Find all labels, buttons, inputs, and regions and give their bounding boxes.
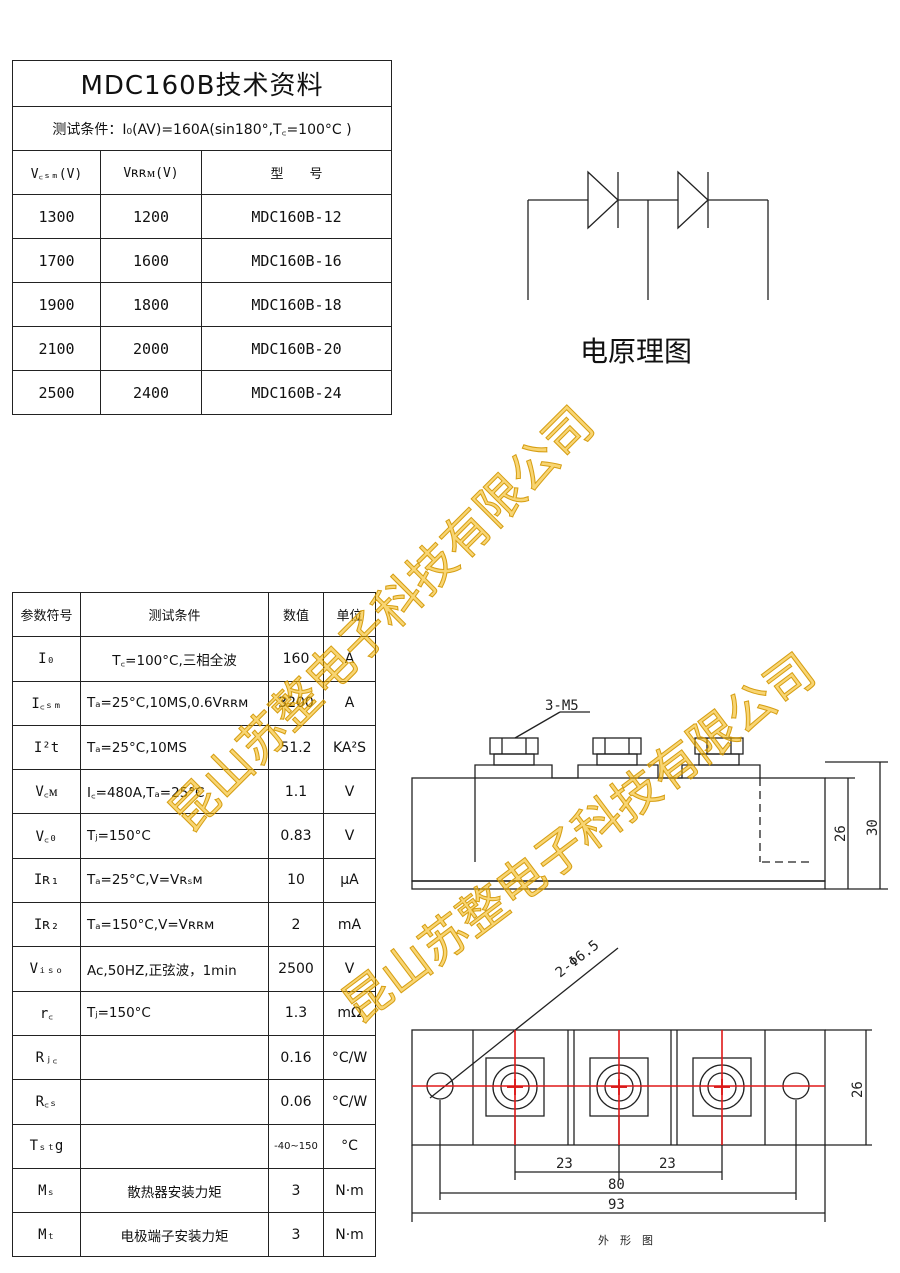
value-cell: 51.2 (268, 724, 324, 771)
span-full-label: 93 (608, 1197, 625, 1213)
symbol-cell: I꜀ₛₘ (12, 680, 81, 726)
unit-cell: KA²S (323, 724, 376, 771)
height-outer-label: 30 (865, 819, 881, 836)
header-symbol: 参数符号 (12, 591, 81, 638)
value-cell: 3 (268, 1212, 324, 1258)
header-unit: 单位 (323, 591, 376, 638)
center-lines (412, 1030, 825, 1145)
condition-cell: Tₐ=25°C,10MS,0.6Vʀʀᴍ (80, 680, 269, 726)
value-cell: 2 (268, 902, 324, 948)
unit-cell: V (323, 769, 376, 815)
condition-cell: Tⱼ=150°C (80, 990, 269, 1036)
condition-cell: Tₐ=25°C,V=Vʀₛᴍ (80, 857, 269, 904)
model-cell: MDC160B-18 (201, 282, 392, 327)
unit-cell: mA (323, 902, 376, 948)
unit-cell: N·m (323, 1212, 376, 1258)
condition-cell: 电极端子安装力矩 (80, 1212, 269, 1258)
value-cell: 3200 (268, 680, 324, 726)
screw-nut-icon (489, 737, 539, 766)
outline-caption: 外 形 图 (598, 1234, 653, 1247)
vrsm-cell: 1300 (12, 194, 101, 239)
symbol-cell: Mₛ (12, 1167, 81, 1214)
circuit-caption: 电原理图 (580, 335, 693, 368)
unit-cell: N·m (323, 1167, 376, 1214)
value-cell: 160 (268, 636, 324, 682)
symbol-cell: V꜀₀ (12, 813, 81, 859)
model-cell: MDC160B-16 (201, 238, 392, 283)
vrsm-cell: 2100 (12, 326, 101, 371)
table-row: Rⱼ꜀0.16°C/W (12, 1034, 376, 1081)
value-cell: -40~150 (268, 1123, 324, 1169)
symbol-cell: Mₜ (12, 1212, 81, 1258)
pitch-right-label: 23 (659, 1156, 676, 1172)
condition-cell: 散热器安装力矩 (80, 1167, 269, 1214)
condition-cell (80, 1034, 269, 1081)
value-cell: 0.16 (268, 1034, 324, 1081)
circuit-diagram (527, 170, 769, 300)
height-inner-label: 26 (833, 825, 849, 842)
condition-cell: T꜀=100°C,三相全波 (80, 636, 269, 682)
value-cell: 1.3 (268, 990, 324, 1036)
vrsm-cell: 1700 (12, 238, 101, 283)
spec-title: MDC160B技术资料 (12, 60, 392, 107)
screw-label: 3-M5 (545, 698, 579, 714)
condition-cell: Tⱼ=150°C (80, 813, 269, 859)
vrrm-cell: 2400 (100, 370, 202, 415)
model-cell: MDC160B-12 (201, 194, 392, 239)
top-view-drawing (411, 947, 872, 1222)
header-condition: 测试条件 (80, 591, 269, 638)
vrrm-cell: 1800 (100, 282, 202, 327)
unit-cell: A (323, 636, 376, 682)
condition-cell: I꜀=480A,Tₐ=25°C (80, 769, 269, 815)
unit-cell: μA (323, 857, 376, 904)
unit-cell: A (323, 680, 376, 726)
test-condition: 测试条件：I₀(AV)=160A(sin180°,T꜀=100°C ) (12, 106, 392, 151)
hole-label: 2-Φ6.5 (553, 937, 603, 981)
span-mid-label: 80 (608, 1177, 625, 1193)
width-label: 26 (850, 1081, 866, 1098)
condition-cell (80, 1079, 269, 1125)
side-view-drawing (411, 711, 888, 890)
spec-table: MDC160B技术资料 测试条件：I₀(AV)=160A(sin180°,T꜀=… (12, 60, 392, 415)
symbol-cell: Vᵢₛₒ (12, 946, 81, 992)
vrsm-cell: 2500 (12, 370, 101, 415)
symbol-cell: R꜀ₛ (12, 1079, 81, 1125)
pitch-left-label: 23 (556, 1156, 573, 1172)
screw-nut-icon (592, 737, 642, 766)
diode-1-icon (587, 170, 619, 230)
diode-2-icon (677, 170, 709, 230)
model-cell: MDC160B-24 (201, 370, 392, 415)
unit-cell: mΩ (323, 990, 376, 1036)
screw-nut-icon (694, 737, 744, 766)
symbol-cell: Iʀ₂ (12, 902, 81, 948)
condition-cell: Tₐ=150°C,V=Vʀʀᴍ (80, 902, 269, 948)
unit-cell: °C/W (323, 1034, 376, 1081)
